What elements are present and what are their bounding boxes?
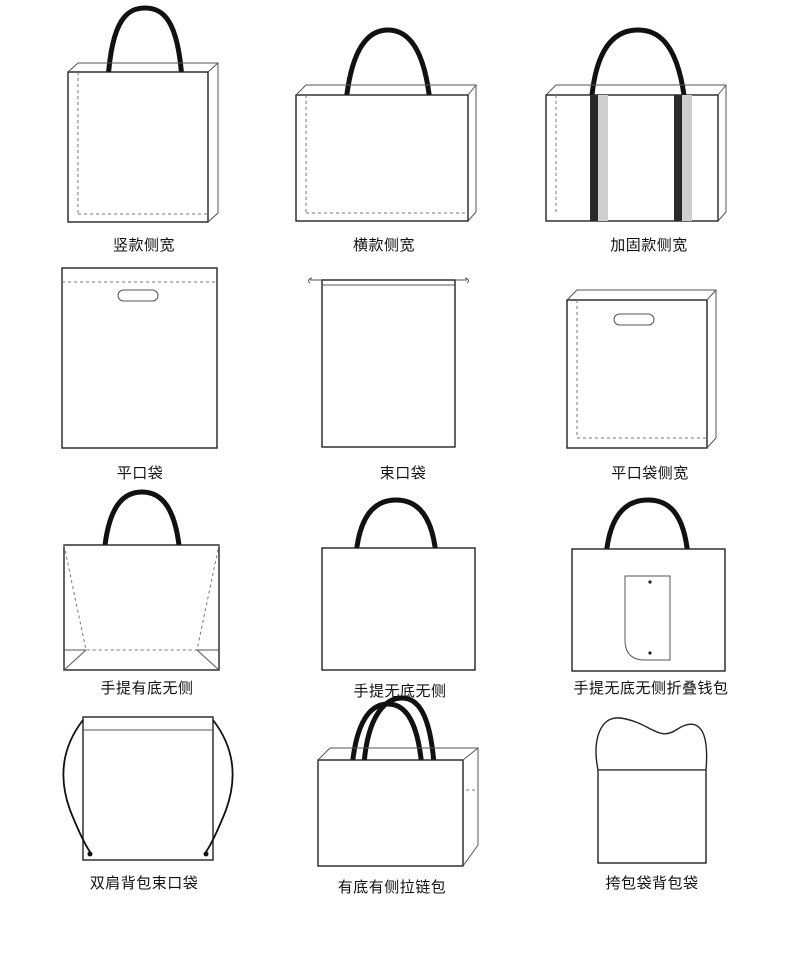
bag-5-drawing — [307, 277, 470, 448]
bag-8-label: 手提无底无侧 — [353, 682, 447, 700]
bag-11-label: 有底有侧拉链包 — [337, 878, 447, 896]
bag-1-label: 竖款侧宽 — [112, 236, 176, 254]
bag-10-drawing — [62, 716, 234, 861]
bag-6-drawing — [566, 289, 717, 449]
bag-11-drawing — [317, 695, 479, 867]
bag-3-drawing — [545, 27, 727, 222]
bag-7-label: 手提有底无侧 — [100, 679, 194, 697]
bag-9-drawing — [571, 497, 726, 672]
bag-12-label: 挎包袋背包袋 — [605, 874, 699, 892]
bag-3-label: 加固款侧宽 — [610, 236, 688, 254]
bag-8-drawing — [321, 497, 476, 671]
bag-2-label: 横款侧宽 — [352, 236, 416, 254]
bag-4-label: 平口袋 — [116, 464, 164, 482]
bag-10-label: 双肩背包束口袋 — [89, 874, 199, 892]
bag-9-label: 手提无底无侧折叠钱包 — [573, 679, 729, 697]
bag-7-drawing — [63, 489, 220, 671]
bag-12-drawing — [595, 717, 708, 864]
bag-6-label: 平口袋侧宽 — [611, 464, 689, 482]
bag-1-drawing — [67, 5, 219, 223]
bag-4-drawing — [61, 267, 218, 449]
bag-2-drawing — [295, 27, 477, 222]
bag-5-label: 束口袋 — [379, 464, 427, 482]
